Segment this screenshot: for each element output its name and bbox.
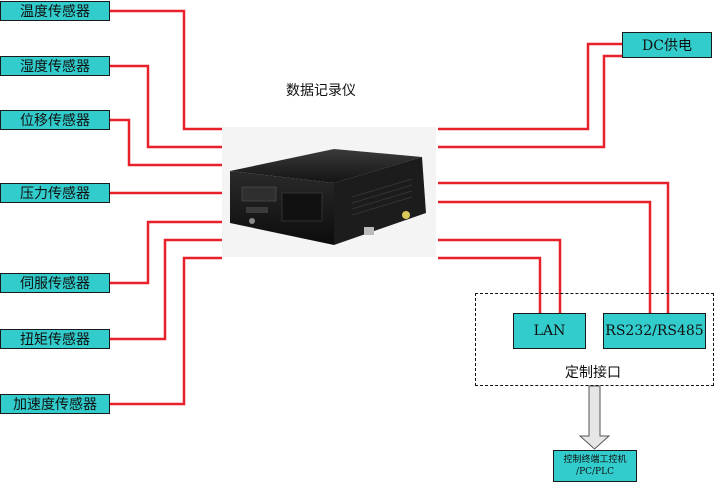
wire-lan-1 bbox=[438, 238, 562, 313]
wire-displacement bbox=[110, 118, 222, 167]
industrial-rack-computer-icon bbox=[222, 127, 436, 257]
down-arrow-icon bbox=[578, 385, 611, 450]
custom-interface-group bbox=[475, 293, 714, 386]
control-terminal-box: 控制终端工控机 /PC/PLC bbox=[553, 450, 637, 482]
sensor-torque: 扭矩传感器 bbox=[0, 329, 110, 349]
wire-serial-1 bbox=[438, 181, 670, 313]
wire-temperature bbox=[110, 9, 222, 131]
sensor-acceleration: 加速度传感器 bbox=[0, 394, 110, 414]
sensor-displacement: 位移传感器 bbox=[0, 110, 110, 130]
wire-acceleration bbox=[110, 256, 222, 406]
terminal-line-1: 控制终端工控机 bbox=[563, 455, 627, 465]
custom-interface-caption: 定制接口 bbox=[565, 365, 621, 381]
recorder-title: 数据记录仪 bbox=[286, 83, 356, 99]
terminal-line-2: /PC/PLC bbox=[576, 467, 614, 477]
wire-servo bbox=[110, 220, 222, 285]
sensor-servo: 伺服传感器 bbox=[0, 273, 110, 293]
rs232-rs485-box: RS232/RS485 bbox=[603, 313, 706, 349]
wire-lan-2 bbox=[438, 256, 542, 313]
sensor-temperature: 温度传感器 bbox=[0, 1, 110, 21]
dc-power-box: DC供电 bbox=[622, 32, 712, 58]
lan-box: LAN bbox=[513, 313, 586, 349]
wire-power-1 bbox=[438, 42, 622, 131]
wire-power-2 bbox=[438, 54, 622, 149]
wire-serial-2 bbox=[438, 200, 652, 313]
sensor-humidity: 湿度传感器 bbox=[0, 56, 110, 76]
wire-humidity bbox=[110, 64, 222, 149]
wire-torque bbox=[110, 238, 222, 341]
sensor-pressure: 压力传感器 bbox=[0, 183, 110, 203]
